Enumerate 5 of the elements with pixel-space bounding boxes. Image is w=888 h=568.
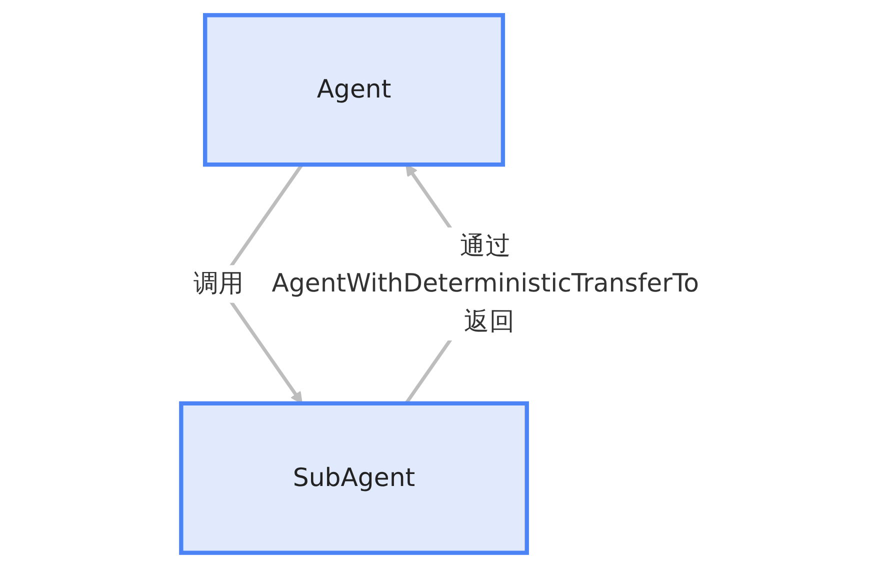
- node-box: [179, 401, 529, 555]
- flowchart-diagram: 调用 通过 AgentWithDeterministicTransferTo 返回 Agent SubAgent: [170, 4, 718, 564]
- edge-label: 调用: [193, 269, 244, 299]
- node-box: [202, 13, 505, 167]
- edge-label: 通过 AgentWithDeterministicTransferTo 返回: [272, 232, 699, 336]
